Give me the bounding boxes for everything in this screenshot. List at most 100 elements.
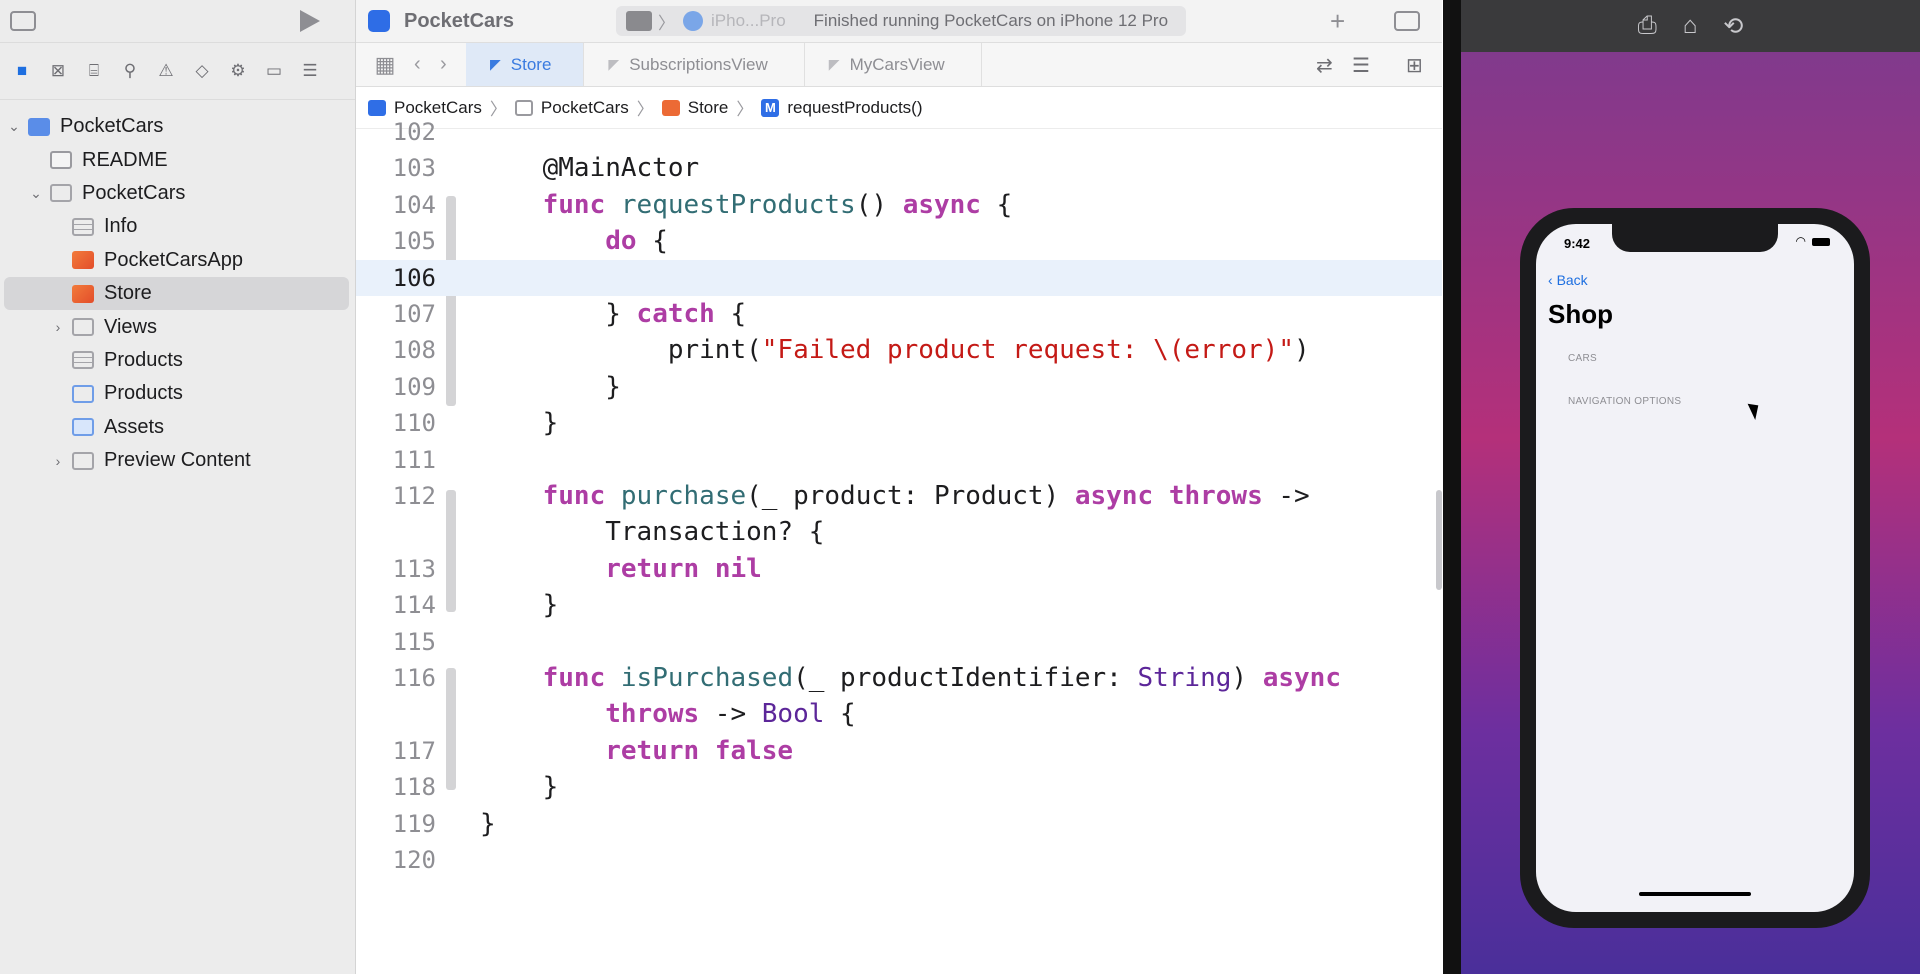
navigator-item[interactable]: Assets — [0, 411, 355, 444]
section-header-cars: CARS — [1568, 353, 1597, 364]
code-line[interactable]: 119} — [356, 806, 1442, 842]
tab-mycarsview[interactable]: ◤MyCarsView — [805, 43, 982, 86]
run-destination[interactable]: iPho...Pro — [711, 11, 786, 30]
home-icon[interactable]: ⌂ — [1682, 12, 1698, 39]
code-line[interactable]: 106 — [356, 259, 1442, 296]
code-text: } catch { — [480, 299, 747, 329]
line-number: 112 — [392, 482, 436, 510]
adjust-editor-icon[interactable]: ☰ — [1352, 55, 1370, 77]
breakpoint-icon[interactable]: ▭ — [265, 61, 283, 80]
navigator-item[interactable]: Info — [0, 210, 355, 243]
tab-subscriptionsview[interactable]: ◤SubscriptionsView — [584, 43, 805, 86]
code-folding-ribbon[interactable] — [446, 196, 456, 406]
breadcrumb-file[interactable]: Store — [687, 97, 729, 117]
folder-icon[interactable]: ■ — [16, 61, 28, 80]
code-line[interactable]: 115 — [356, 624, 1442, 660]
code-line[interactable]: 116 func isPurchased(_ productIdentifier… — [356, 660, 1442, 696]
code-line[interactable]: 105 do { — [356, 223, 1442, 259]
run-button[interactable] — [300, 10, 320, 32]
navigation-title: Shop — [1548, 299, 1613, 329]
navigator-item[interactable]: Store — [4, 276, 349, 311]
navigator-item[interactable]: Products — [0, 344, 355, 377]
code-line[interactable]: 104 func requestProducts() async { — [356, 187, 1442, 223]
navigator-item[interactable]: Products — [0, 377, 355, 410]
disclosure-collapsed-icon[interactable]: › — [55, 452, 61, 469]
symbol-navigator-icon[interactable]: ⌸ — [88, 61, 100, 80]
sidebar-toggle-icon[interactable] — [10, 11, 36, 31]
code-folding-ribbon[interactable] — [446, 668, 456, 790]
back-chevron-icon[interactable]: ‹ — [414, 53, 421, 75]
window-divider — [1443, 0, 1461, 974]
scheme-icon[interactable] — [626, 11, 652, 31]
test-icon[interactable]: ◇ — [195, 61, 209, 80]
report-icon[interactable]: ☰ — [302, 61, 318, 80]
add-icon[interactable]: + — [1330, 6, 1346, 36]
code-line[interactable]: Transaction? { — [356, 514, 1442, 550]
add-editor-icon[interactable]: ⊞ — [1406, 55, 1423, 77]
disclosure-expanded-icon[interactable]: ⌄ — [30, 184, 42, 201]
navigator-item-label: PocketCars — [82, 181, 186, 204]
navigator-item[interactable]: ›Preview Content — [0, 444, 355, 477]
code-line[interactable]: 102 — [356, 114, 1442, 150]
line-number: 117 — [392, 736, 436, 765]
related-items-icon[interactable]: ⇄ — [1316, 55, 1333, 77]
code-line[interactable]: 120 — [356, 842, 1442, 878]
line-number: 115 — [392, 627, 436, 656]
navigator-item-label: Assets — [104, 415, 165, 438]
line-number: 120 — [392, 846, 436, 874]
navigator-item[interactable]: ›Views — [0, 310, 355, 343]
screenshot-icon[interactable]: ⎙ — [1637, 12, 1657, 39]
navigator-item[interactable]: PocketCarsApp — [0, 244, 355, 277]
navigator-item[interactable]: ⌄ PocketCars — [0, 177, 355, 210]
back-button[interactable]: ‹ Back — [1548, 272, 1588, 288]
warning-icon[interactable]: ⚠ — [158, 61, 174, 80]
code-line[interactable]: 114 } — [356, 587, 1442, 623]
editor-scrollbar[interactable] — [1436, 490, 1442, 590]
code-line[interactable]: 109 } — [356, 369, 1442, 405]
code-line[interactable]: 103 @MainActor — [356, 150, 1442, 186]
disclosure-collapsed-icon[interactable]: › — [55, 319, 61, 336]
code-line[interactable]: 113 return nil — [356, 551, 1442, 587]
code-line[interactable]: 107 } catch { — [356, 296, 1442, 332]
swift-icon: ◤ — [828, 56, 840, 72]
iphone-screen[interactable]: 9:42 ◠ ‹ Back Shop CARS NAVIGATION OPTIO… — [1536, 224, 1854, 912]
line-number: 110 — [392, 409, 436, 438]
simulator-icon[interactable] — [683, 11, 703, 31]
window-toolbar: PocketCars 〉 iPho...Pro Finished running… — [356, 0, 1442, 43]
code-line[interactable]: 108 print("Failed product request: \(err… — [356, 332, 1442, 368]
code-line[interactable]: 111 — [356, 442, 1442, 478]
code-line[interactable]: 117 return false — [356, 733, 1442, 769]
code-text: func isPurchased(_ productIdentifier: St… — [542, 663, 1341, 693]
book-icon — [50, 151, 72, 170]
breadcrumb-symbol[interactable]: requestProducts() — [787, 97, 923, 117]
breadcrumb-project[interactable]: PocketCars — [394, 97, 482, 117]
folder-icon — [50, 184, 72, 203]
inspector-toggle-icon[interactable] — [1394, 11, 1420, 31]
code-line[interactable]: 110 } — [356, 405, 1442, 441]
notch — [1612, 224, 1778, 252]
chevron-right-icon: 〉 — [489, 100, 507, 119]
code-text: } — [480, 371, 621, 402]
code-folding-ribbon[interactable] — [446, 490, 456, 612]
disclosure-expanded-icon[interactable]: ⌄ — [8, 118, 20, 135]
grid-icon[interactable]: ▦ — [374, 51, 396, 77]
navigator-item[interactable]: ⌄PocketCars — [0, 110, 355, 143]
line-number: 118 — [392, 773, 436, 802]
tab-store[interactable]: ◤Store — [466, 43, 585, 86]
source-control-icon[interactable]: ⊠ — [50, 61, 66, 80]
rotate-icon[interactable]: ⟲ — [1723, 12, 1744, 40]
code-text: @MainActor — [480, 153, 700, 184]
status-bar-time: 9:42 — [1564, 236, 1591, 251]
debug-icon[interactable]: ⚙ — [230, 61, 246, 80]
code-line[interactable]: 112 func purchase(_ product: Product) as… — [356, 478, 1442, 514]
navigator-item[interactable]: README — [0, 143, 355, 176]
folder-icon — [514, 99, 533, 116]
line-number: 107 — [392, 300, 436, 328]
search-icon[interactable]: ⚲ — [123, 61, 137, 80]
breadcrumb-group[interactable]: PocketCars — [540, 97, 629, 117]
forward-chevron-icon[interactable]: › — [440, 53, 447, 75]
activity-status: 〉 iPho...Pro Finished running PocketCars… — [616, 6, 1186, 36]
code-line[interactable]: 118 } — [356, 769, 1442, 805]
code-line[interactable]: throws -> Bool { — [356, 696, 1442, 732]
